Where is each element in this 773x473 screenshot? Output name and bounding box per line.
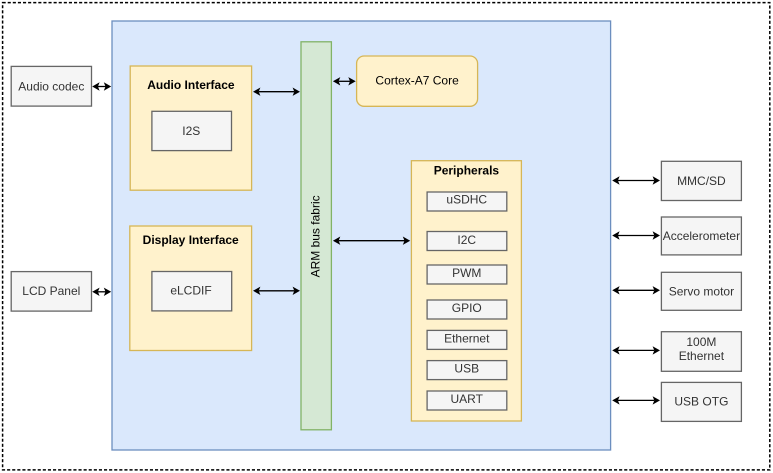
svg-text:I2C: I2C (457, 233, 476, 247)
svg-text:uSDHC: uSDHC (446, 193, 487, 207)
svg-text:Accelerometer: Accelerometer (663, 229, 740, 243)
svg-text:Cortex-A7 Core: Cortex-A7 Core (375, 73, 459, 87)
svg-text:Display Interface: Display Interface (143, 233, 239, 247)
svg-text:Peripherals: Peripherals (434, 163, 500, 177)
svg-text:100M: 100M (686, 335, 716, 349)
svg-text:eLCDIF: eLCDIF (170, 284, 211, 298)
svg-text:Audio Interface: Audio Interface (147, 78, 235, 92)
svg-text:Ethernet: Ethernet (444, 332, 490, 346)
svg-text:MMC/SD: MMC/SD (677, 174, 726, 188)
svg-text:ARM bus fabric: ARM bus fabric (309, 195, 323, 277)
svg-text:USB OTG: USB OTG (674, 394, 728, 408)
svg-text:LCD Panel: LCD Panel (22, 284, 80, 298)
svg-text:Audio codec: Audio codec (18, 80, 84, 94)
svg-text:GPIO: GPIO (452, 301, 482, 315)
svg-text:UART: UART (451, 392, 484, 406)
svg-text:Ethernet: Ethernet (679, 349, 725, 363)
svg-text:USB: USB (454, 362, 479, 376)
svg-text:I2S: I2S (182, 124, 200, 138)
svg-text:PWM: PWM (452, 266, 481, 280)
svg-text:Servo motor: Servo motor (669, 285, 734, 299)
